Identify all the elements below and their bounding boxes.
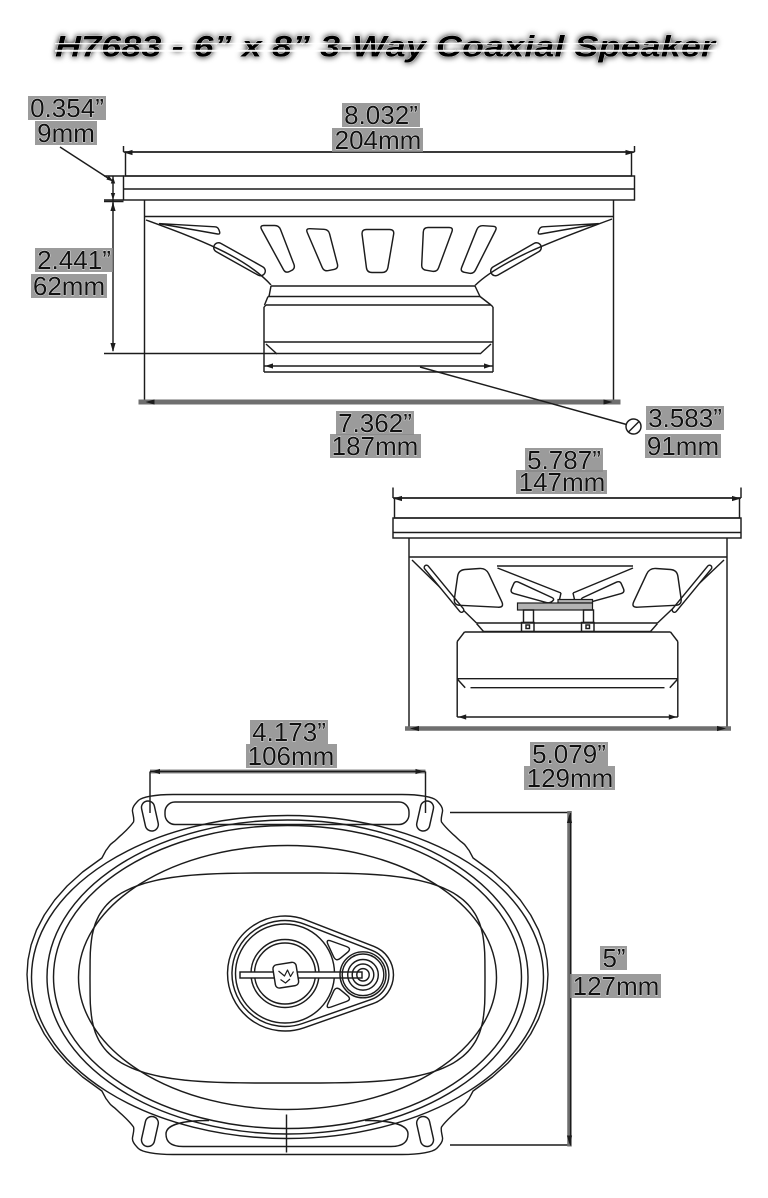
svg-text:7.362”: 7.362” <box>338 408 412 438</box>
svg-text:127mm: 127mm <box>573 971 660 1001</box>
svg-text:9mm: 9mm <box>37 118 95 148</box>
svg-text:187mm: 187mm <box>332 431 419 461</box>
svg-text:91mm: 91mm <box>647 431 719 461</box>
svg-text:4.173”: 4.173” <box>252 717 326 747</box>
svg-text:5.079”: 5.079” <box>532 739 606 769</box>
svg-text:2.441”: 2.441” <box>37 245 111 275</box>
svg-text:5”: 5” <box>602 943 625 973</box>
svg-text:204mm: 204mm <box>335 125 422 155</box>
svg-text:8.032”: 8.032” <box>344 100 418 130</box>
svg-text:0.354”: 0.354” <box>30 93 104 123</box>
svg-text:H7683 - 6” x 8” 3-Way Coaxial: H7683 - 6” x 8” 3-Way Coaxial Speaker <box>55 31 718 64</box>
svg-text:H7683 - 6” x 8” 3-Way Coaxial: H7683 - 6” x 8” 3-Way Coaxial Speaker <box>55 31 718 64</box>
svg-text:147mm: 147mm <box>519 467 606 497</box>
svg-text:106mm: 106mm <box>248 741 335 771</box>
svg-text:3.583”: 3.583” <box>648 403 722 433</box>
svg-text:62mm: 62mm <box>33 271 105 301</box>
svg-text:129mm: 129mm <box>527 763 614 793</box>
